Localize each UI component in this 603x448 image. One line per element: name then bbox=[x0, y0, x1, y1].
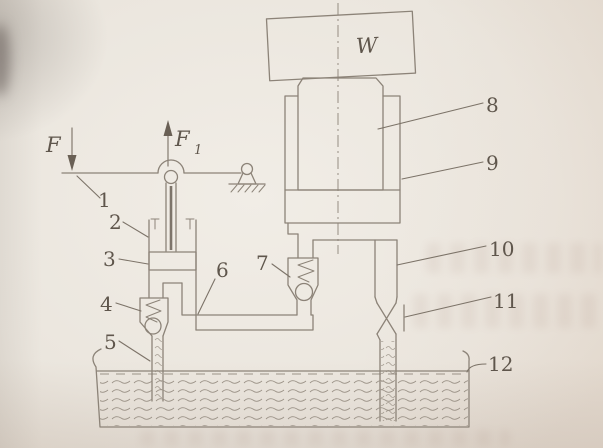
part-label-4: 4 bbox=[100, 292, 113, 316]
weight-label: W bbox=[355, 33, 380, 58]
valve-ball-icon bbox=[294, 282, 314, 302]
tank-outline bbox=[92, 348, 470, 428]
part-label-8: 8 bbox=[486, 93, 499, 117]
bleedthrough-artifact bbox=[140, 430, 510, 446]
part-labels: 1 2 3 4 5 6 7 8 9 10 11 12 bbox=[98, 93, 518, 376]
support-ground-hatching bbox=[230, 184, 266, 193]
part-label-7: 7 bbox=[256, 251, 269, 275]
part-label-12: 12 bbox=[488, 352, 513, 376]
valve-inlet-neck bbox=[297, 233, 314, 259]
liquid-waves bbox=[100, 377, 468, 426]
part-label-6: 6 bbox=[216, 258, 229, 282]
force-F1-label: F bbox=[174, 127, 191, 151]
lever-pivot-arch bbox=[157, 159, 185, 174]
part-label-1: 1 bbox=[98, 188, 111, 212]
valve-ball-icon bbox=[144, 317, 162, 335]
ram-cylinder-gland bbox=[284, 189, 401, 224]
valve-funnel bbox=[374, 296, 398, 304]
valve-body bbox=[287, 257, 319, 316]
plunger-rod bbox=[165, 182, 177, 252]
part-label-3: 3 bbox=[103, 247, 116, 271]
shutoff-valve-icon bbox=[376, 302, 397, 335]
force-F1-subscript: 1 bbox=[194, 143, 202, 158]
force-F-label: F bbox=[45, 133, 62, 157]
ram-cylinder-base bbox=[287, 222, 398, 241]
force-F1: F 1 bbox=[163, 120, 202, 167]
delivery-check-valve bbox=[287, 233, 319, 316]
ram-cylinder-walls bbox=[284, 95, 401, 191]
part-label-11: 11 bbox=[493, 289, 518, 313]
force-F-arrowhead-icon bbox=[67, 155, 77, 171]
oil-tank bbox=[92, 348, 470, 428]
bleedthrough-artifact bbox=[426, 243, 602, 273]
force-F: F bbox=[45, 127, 77, 171]
delivery-pipe bbox=[181, 282, 314, 331]
valve-spring-icon bbox=[145, 299, 162, 323]
leader-lines bbox=[76, 102, 492, 373]
pump-piston bbox=[148, 251, 197, 271]
part-label-10: 10 bbox=[489, 237, 514, 261]
bleedthrough-artifact bbox=[413, 294, 603, 328]
part-label-9: 9 bbox=[486, 151, 499, 175]
weight-block: W bbox=[265, 10, 417, 82]
page-corner-shadow bbox=[0, 24, 10, 96]
pump-gland-ticks bbox=[150, 218, 195, 230]
valve-body bbox=[139, 297, 169, 337]
force-F1-arrowhead-icon bbox=[163, 120, 173, 136]
lever-assembly bbox=[61, 159, 266, 193]
suction-check-valve bbox=[139, 297, 169, 337]
pivot-pin-icon bbox=[163, 169, 179, 185]
valve-spring-icon bbox=[297, 259, 315, 283]
support-pin-icon bbox=[240, 162, 254, 176]
part-label-2: 2 bbox=[109, 210, 122, 234]
ram-piston bbox=[297, 77, 384, 191]
pump-outlet bbox=[162, 282, 183, 299]
pump-cylinder bbox=[148, 218, 197, 331]
ram-unit bbox=[284, 77, 401, 241]
part-label-5: 5 bbox=[104, 330, 117, 354]
